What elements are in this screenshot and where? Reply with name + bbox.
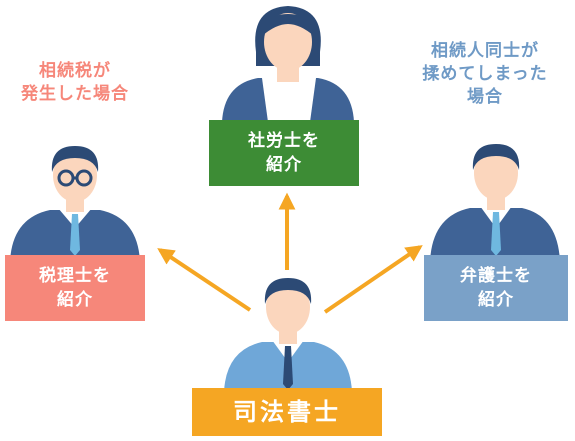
- labor-consultant-figure: [222, 6, 354, 122]
- glasses-icon: [57, 169, 93, 187]
- lawyer-box-line-1: 弁護士を: [460, 266, 532, 286]
- tax-accountant-figure: [10, 146, 140, 262]
- dispute-case-caption: 相続人同士が 揉めてしまった 場合: [400, 40, 570, 109]
- scrivener-figure: [224, 278, 352, 392]
- labor-consultant-referral-box: 社労士を 紹介: [209, 120, 359, 186]
- labor-box-line-2: 紹介: [266, 155, 302, 175]
- tax-box-line-2: 紹介: [57, 290, 93, 310]
- lawyer-referral-box: 弁護士を 紹介: [424, 255, 568, 321]
- judicial-scrivener-box: 司法書士: [192, 388, 382, 436]
- dispute-case-caption-line-3: 場合: [467, 87, 503, 107]
- lawyer-box-line-2: 紹介: [478, 290, 514, 310]
- dispute-case-caption-line-2: 揉めてしまった: [422, 64, 548, 84]
- tax-case-caption-line-2: 発生した場合: [21, 84, 129, 104]
- arrow-to-lawyer: [323, 245, 423, 314]
- tax-box-line-1: 税理士を: [39, 266, 111, 286]
- scrivener-box-label: 司法書士: [233, 398, 341, 426]
- tax-case-caption: 相続税が 発生した場合: [0, 60, 150, 106]
- dispute-case-caption-line-1: 相続人同士が: [431, 41, 539, 61]
- tax-case-caption-line-1: 相続税が: [39, 61, 111, 81]
- labor-box-line-1: 社労士を: [248, 131, 320, 151]
- tax-accountant-referral-box: 税理士を 紹介: [5, 255, 145, 321]
- lawyer-figure: [430, 144, 560, 262]
- arrow-to-tax-accountant: [157, 248, 252, 312]
